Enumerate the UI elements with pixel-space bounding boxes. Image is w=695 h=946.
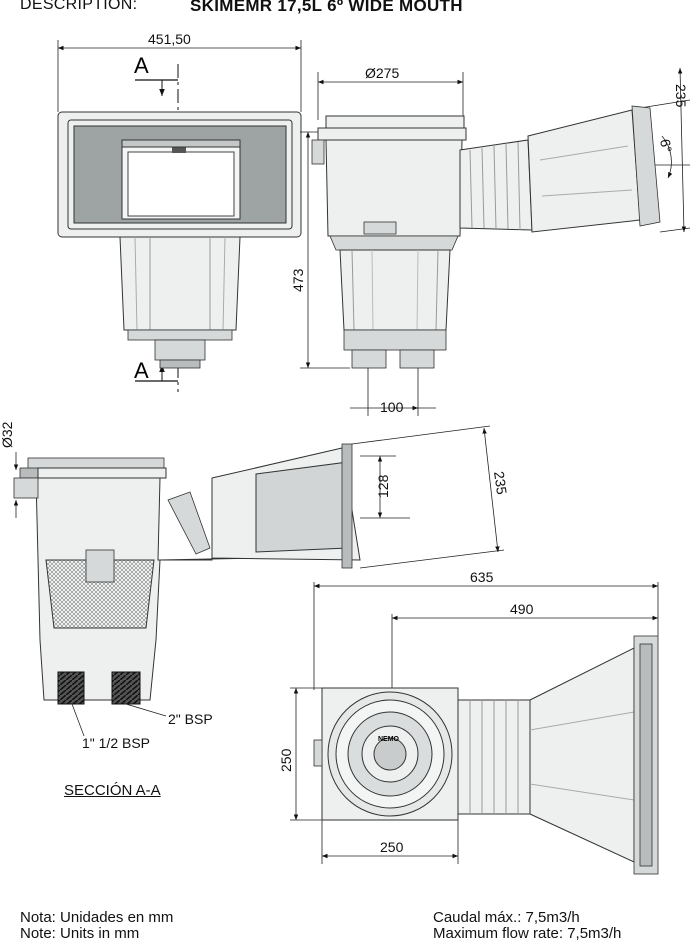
section-title: SECCIÓN A-A xyxy=(64,782,161,799)
dim-height: 473 xyxy=(290,268,306,292)
dim-side-diameter: Ø275 xyxy=(365,65,399,81)
plan-view: 635 490 250 250 NEMO xyxy=(278,569,659,875)
dim-section-diameter: Ø32 xyxy=(0,421,15,448)
section-view: Ø32 128 235 2" BSP xyxy=(0,421,510,751)
section-mark-bottom: A xyxy=(134,358,149,383)
side-view: Ø275 473 235 6° xyxy=(290,65,691,369)
dim-mouth-height: 128 xyxy=(375,474,391,498)
notes-flow: Caudal máx.: 7,5m3/h Maximum flow rate: … xyxy=(433,910,621,942)
dim-plan-depth: 250 xyxy=(278,748,294,772)
note-flow-es: Caudal máx.: 7,5m3/h xyxy=(433,909,580,926)
description-label: DESCRIPTION: xyxy=(20,0,138,13)
notes-units: Nota: Unidades en mm Note: Units in mm xyxy=(20,910,173,942)
lid-logo: NEMO xyxy=(378,736,400,743)
dim-front-width: 451,50 xyxy=(148,31,191,47)
dim-plan-body: 490 xyxy=(510,601,534,617)
front-view: 451,50 A A xyxy=(57,31,302,392)
thread-label-large: 2" BSP xyxy=(168,711,213,727)
dim-outlet-spacing: 100 xyxy=(380,399,404,415)
note-units-es: Nota: Unidades en mm xyxy=(20,909,174,926)
thread-label-small: 1" 1/2 BSP xyxy=(82,735,150,751)
note-flow-en: Maximum flow rate: 7,5m3/h xyxy=(433,925,622,942)
dim-plan-total: 635 xyxy=(470,569,494,585)
dim-angle: 6° xyxy=(657,138,675,154)
dim-section-flange: 235 xyxy=(491,470,510,496)
dim-flange-height: 235 xyxy=(673,84,689,108)
product-title: SKIMEMR 17,5L 6º WIDE MOUTH xyxy=(190,0,463,15)
dim-plan-width: 250 xyxy=(380,839,404,855)
note-units-en: Note: Units in mm xyxy=(20,925,140,942)
section-mark-top: A xyxy=(134,53,149,78)
